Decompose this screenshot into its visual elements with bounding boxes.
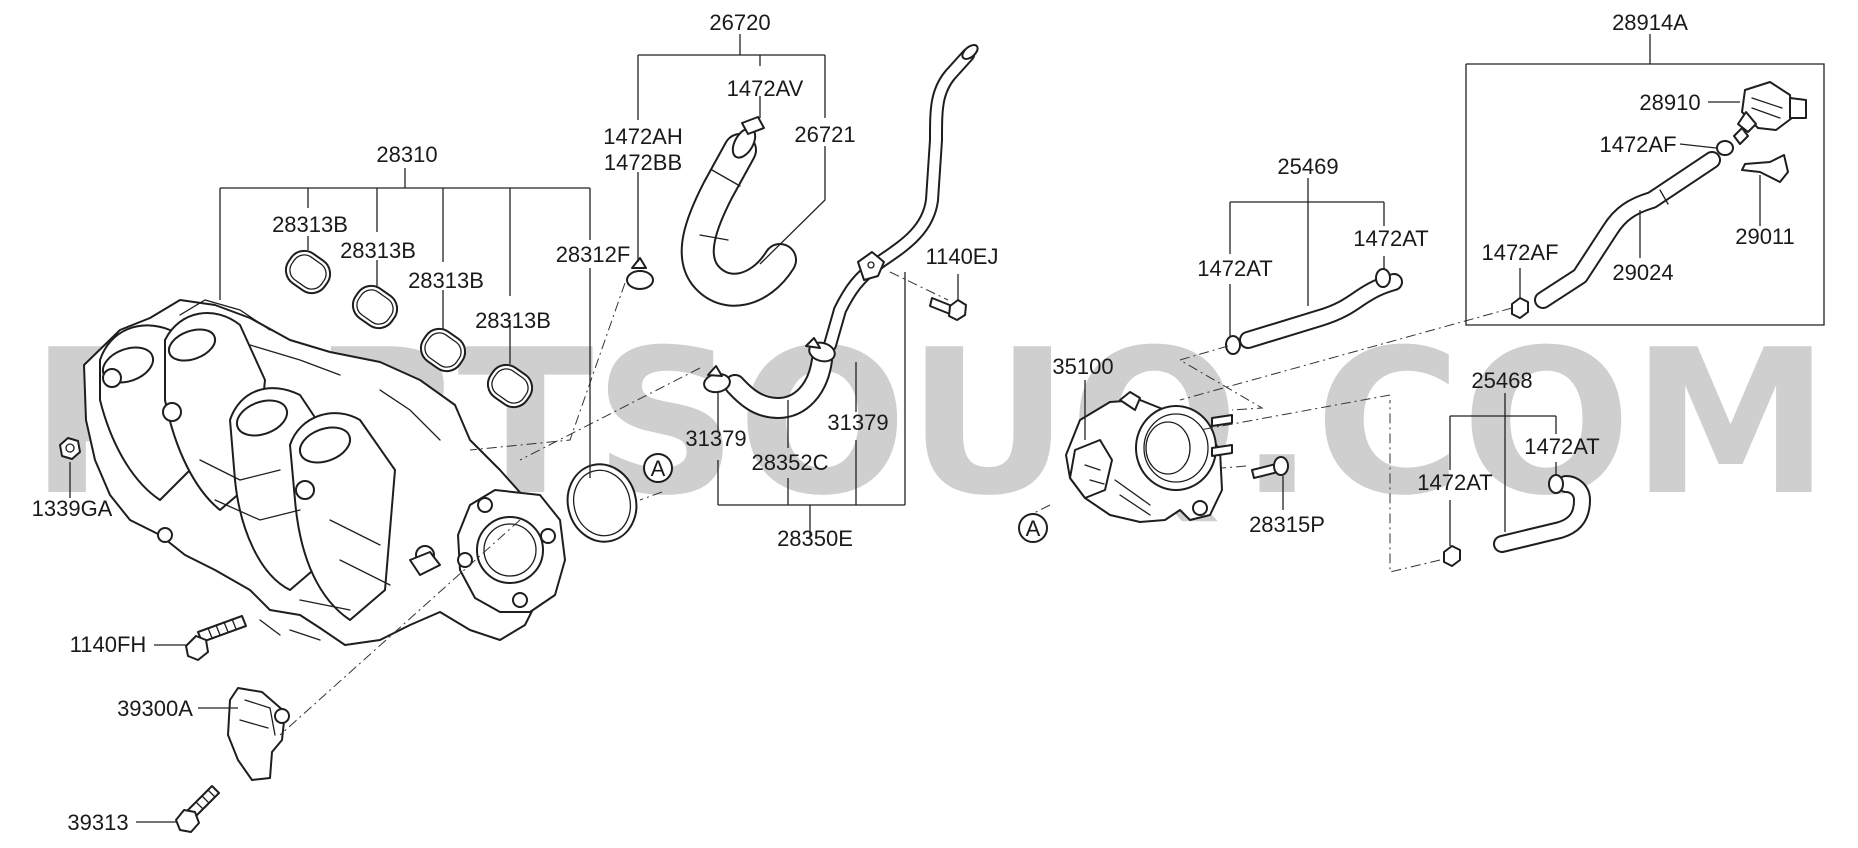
hose-28352C — [724, 349, 833, 419]
label-25469: 25469 — [1277, 154, 1338, 179]
clamp-1472AT-b — [1375, 268, 1391, 288]
label-35100: 35100 — [1052, 354, 1113, 379]
label-26721: 26721 — [794, 122, 855, 147]
label-39300A: 39300A — [117, 696, 193, 721]
valve-28910 — [1733, 81, 1807, 145]
leader-lines — [69, 34, 1825, 823]
label-1140FH: 1140FH — [70, 632, 147, 657]
ref-a-left: A — [651, 456, 666, 481]
label-26720: 26720 — [709, 10, 770, 35]
throttle-body-35100 — [1065, 391, 1233, 523]
hose-25468 — [1493, 475, 1591, 553]
part-labels: 26720 1472AV 1472AH 1472BB 26721 28310 2… — [32, 10, 1795, 835]
clamp-1472AT-c — [1548, 474, 1564, 494]
bolt-1140EJ — [929, 297, 967, 321]
label-29024: 29024 — [1612, 260, 1673, 285]
center-lines — [279, 271, 1513, 736]
label-1472AV: 1472AV — [727, 76, 804, 101]
intake-manifold — [83, 299, 566, 646]
bracket-29011 — [1741, 154, 1789, 183]
label-1472AT-d: 1472AT — [1417, 470, 1492, 495]
label-28910: 28910 — [1639, 90, 1700, 115]
screw-28315P — [1251, 456, 1289, 479]
label-28350E: 28350E — [777, 526, 853, 551]
label-28313B-3: 28313B — [408, 268, 484, 293]
clamp-1472AF-a — [1716, 140, 1734, 156]
label-1472AH: 1472AH — [603, 124, 683, 149]
label-31379-right: 31379 — [827, 410, 888, 435]
label-28310: 28310 — [376, 142, 437, 167]
reference-marks: A A — [643, 453, 1048, 543]
label-39313: 39313 — [67, 810, 128, 835]
hose-29024 — [1534, 151, 1721, 309]
label-28313B-1: 28313B — [272, 212, 348, 237]
label-28914A: 28914A — [1612, 10, 1688, 35]
nut-1339GA — [59, 437, 81, 460]
label-1472BB: 1472BB — [604, 150, 682, 175]
label-1472AF-a: 1472AF — [1599, 132, 1676, 157]
label-28352C: 28352C — [751, 450, 828, 475]
clamp-1472AF-b — [1511, 297, 1529, 319]
clamp-31379-left — [703, 365, 731, 394]
gasket-28312F — [566, 463, 638, 543]
label-28313B-2: 28313B — [340, 238, 416, 263]
label-25468: 25468 — [1471, 368, 1532, 393]
clamp-1472AH — [626, 257, 654, 290]
clamp-31379-right — [805, 337, 836, 363]
label-28313B-4: 28313B — [475, 308, 551, 333]
pipe-28350E — [823, 44, 979, 352]
label-31379-left: 31379 — [685, 426, 746, 451]
clamp-1472AV — [741, 116, 765, 135]
label-28315P: 28315P — [1249, 512, 1325, 537]
gasket-28313B-group — [284, 249, 534, 409]
label-1472AT-a: 1472AT — [1197, 256, 1272, 281]
ref-a-right: A — [1026, 516, 1041, 541]
label-1140EJ: 1140EJ — [926, 244, 999, 269]
label-1472AT-b: 1472AT — [1353, 226, 1428, 251]
sensor-39300A — [227, 687, 290, 781]
label-28312F: 28312F — [556, 242, 631, 267]
bolt-39313 — [175, 785, 220, 833]
label-1339GA: 1339GA — [32, 496, 113, 521]
clamp-1472AT-a — [1225, 335, 1241, 355]
hose-26721 — [680, 127, 797, 307]
label-29011: 29011 — [1735, 224, 1795, 249]
label-1472AF-b: 1472AF — [1481, 240, 1558, 265]
bolt-1140FH — [185, 615, 247, 661]
clamp-1472AT-d — [1443, 545, 1461, 567]
label-1472AT-c: 1472AT — [1524, 434, 1599, 459]
